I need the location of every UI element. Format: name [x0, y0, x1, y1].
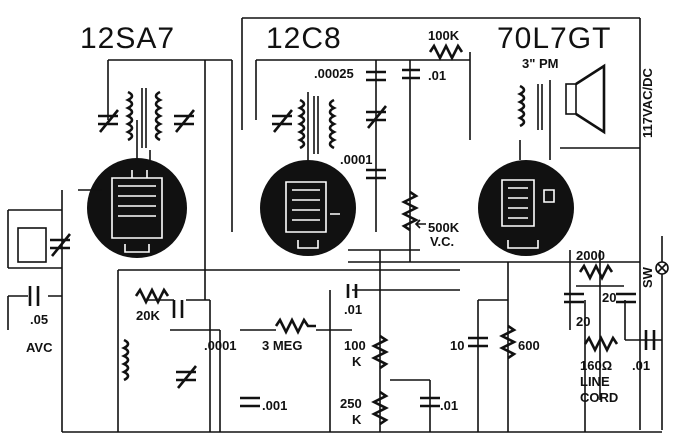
- components: [28, 43, 669, 430]
- label-supply: 117VAC/DC: [640, 68, 655, 138]
- label-250k-b: K: [352, 412, 362, 427]
- tube-label-12sa7: 12SA7: [80, 22, 175, 55]
- label-10: 10: [450, 338, 464, 353]
- tube-70l7gt: [478, 160, 574, 256]
- label-sw: SW: [640, 266, 655, 288]
- label-600: 600: [518, 338, 540, 353]
- label-01-top: .01: [428, 68, 446, 83]
- label-2000: 2000: [576, 248, 605, 263]
- label-line: LINE: [580, 374, 610, 389]
- label-160: 160Ω: [580, 358, 612, 373]
- label-100k-mid-a: 100: [344, 338, 366, 353]
- label-0001-low: .0001: [204, 338, 237, 353]
- label-vc: V.C.: [430, 234, 454, 249]
- label-cord: CORD: [580, 390, 618, 405]
- label-001: .001: [262, 398, 287, 413]
- tube-label-70l7gt: 70L7GT: [497, 22, 611, 55]
- label-3meg: 3 MEG: [262, 338, 302, 353]
- label-500k: 500K: [428, 220, 460, 235]
- label-0001-mid: .0001: [340, 152, 373, 167]
- label-20k: 20K: [136, 308, 160, 323]
- label-01-right: .01: [632, 358, 650, 373]
- label-01-mid: .01: [344, 302, 362, 317]
- wiring: [7, 17, 662, 433]
- label-01-bottom: .01: [440, 398, 458, 413]
- label-250k-a: 250: [340, 396, 362, 411]
- label-avc: AVC: [26, 340, 53, 355]
- label-20b: 20: [602, 290, 616, 305]
- label-05: .05: [30, 312, 48, 327]
- label-20a: 20: [576, 314, 590, 329]
- tube-12sa7: [87, 158, 187, 258]
- label-speaker: 3" PM: [522, 56, 559, 71]
- tube-12c8: [260, 160, 356, 256]
- label-00025: .00025: [314, 66, 354, 81]
- tube-label-12c8: 12C8: [266, 22, 342, 55]
- label-100k-top: 100K: [428, 28, 460, 43]
- label-100k-mid-b: K: [352, 354, 362, 369]
